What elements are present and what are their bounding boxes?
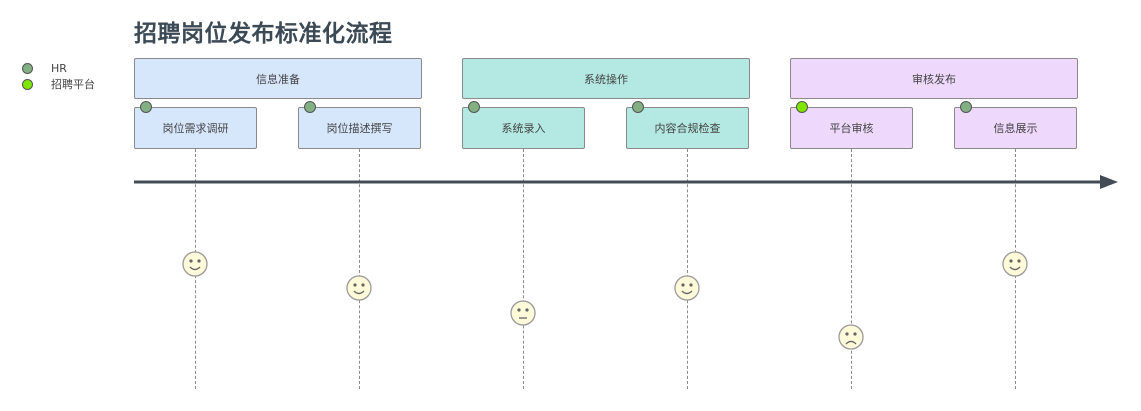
legend-item-platform: 招聘平台 [22, 76, 95, 92]
legend-dot-icon-hr [22, 62, 33, 74]
happy-face-icon-4 [1002, 251, 1028, 277]
section-system-ops: 系统操作 [462, 58, 750, 99]
sad-face-icon [838, 324, 864, 350]
legend-dot-icon-platform [22, 78, 33, 90]
actor-dot-icon-1 [140, 101, 152, 113]
section-review-publish: 审核发布 [790, 58, 1078, 99]
actor-dot-icon-4 [632, 101, 644, 113]
neutral-face-icon [510, 300, 536, 326]
actor-dot-icon-6 [960, 101, 972, 113]
task-line-5 [851, 149, 852, 389]
task-6: 信息展示 [954, 107, 1077, 149]
happy-face-icon-3 [674, 275, 700, 301]
legend-label-platform: 招聘平台 [51, 78, 95, 91]
happy-face-icon-2 [346, 275, 372, 301]
task-line-2 [359, 149, 360, 389]
task-1: 岗位需求调研 [134, 107, 257, 149]
actor-dot-icon-5 [796, 101, 808, 113]
actor-dot-icon-2 [304, 101, 316, 113]
task-5: 平台审核 [790, 107, 913, 149]
legend-label-hr: HR [51, 61, 67, 75]
task-2: 岗位描述撰写 [298, 107, 421, 149]
timeline-arrow [134, 175, 1118, 189]
legend-item-hr: HR [22, 60, 67, 76]
task-line-4 [687, 149, 688, 389]
actor-dot-icon-3 [468, 101, 480, 113]
section-info-prep: 信息准备 [134, 58, 422, 99]
happy-face-icon-1 [182, 251, 208, 277]
task-line-3 [523, 149, 524, 389]
task-3: 系统录入 [462, 107, 585, 149]
task-4: 内容合规检查 [626, 107, 749, 149]
diagram-title: 招聘岗位发布标准化流程 [134, 21, 393, 47]
